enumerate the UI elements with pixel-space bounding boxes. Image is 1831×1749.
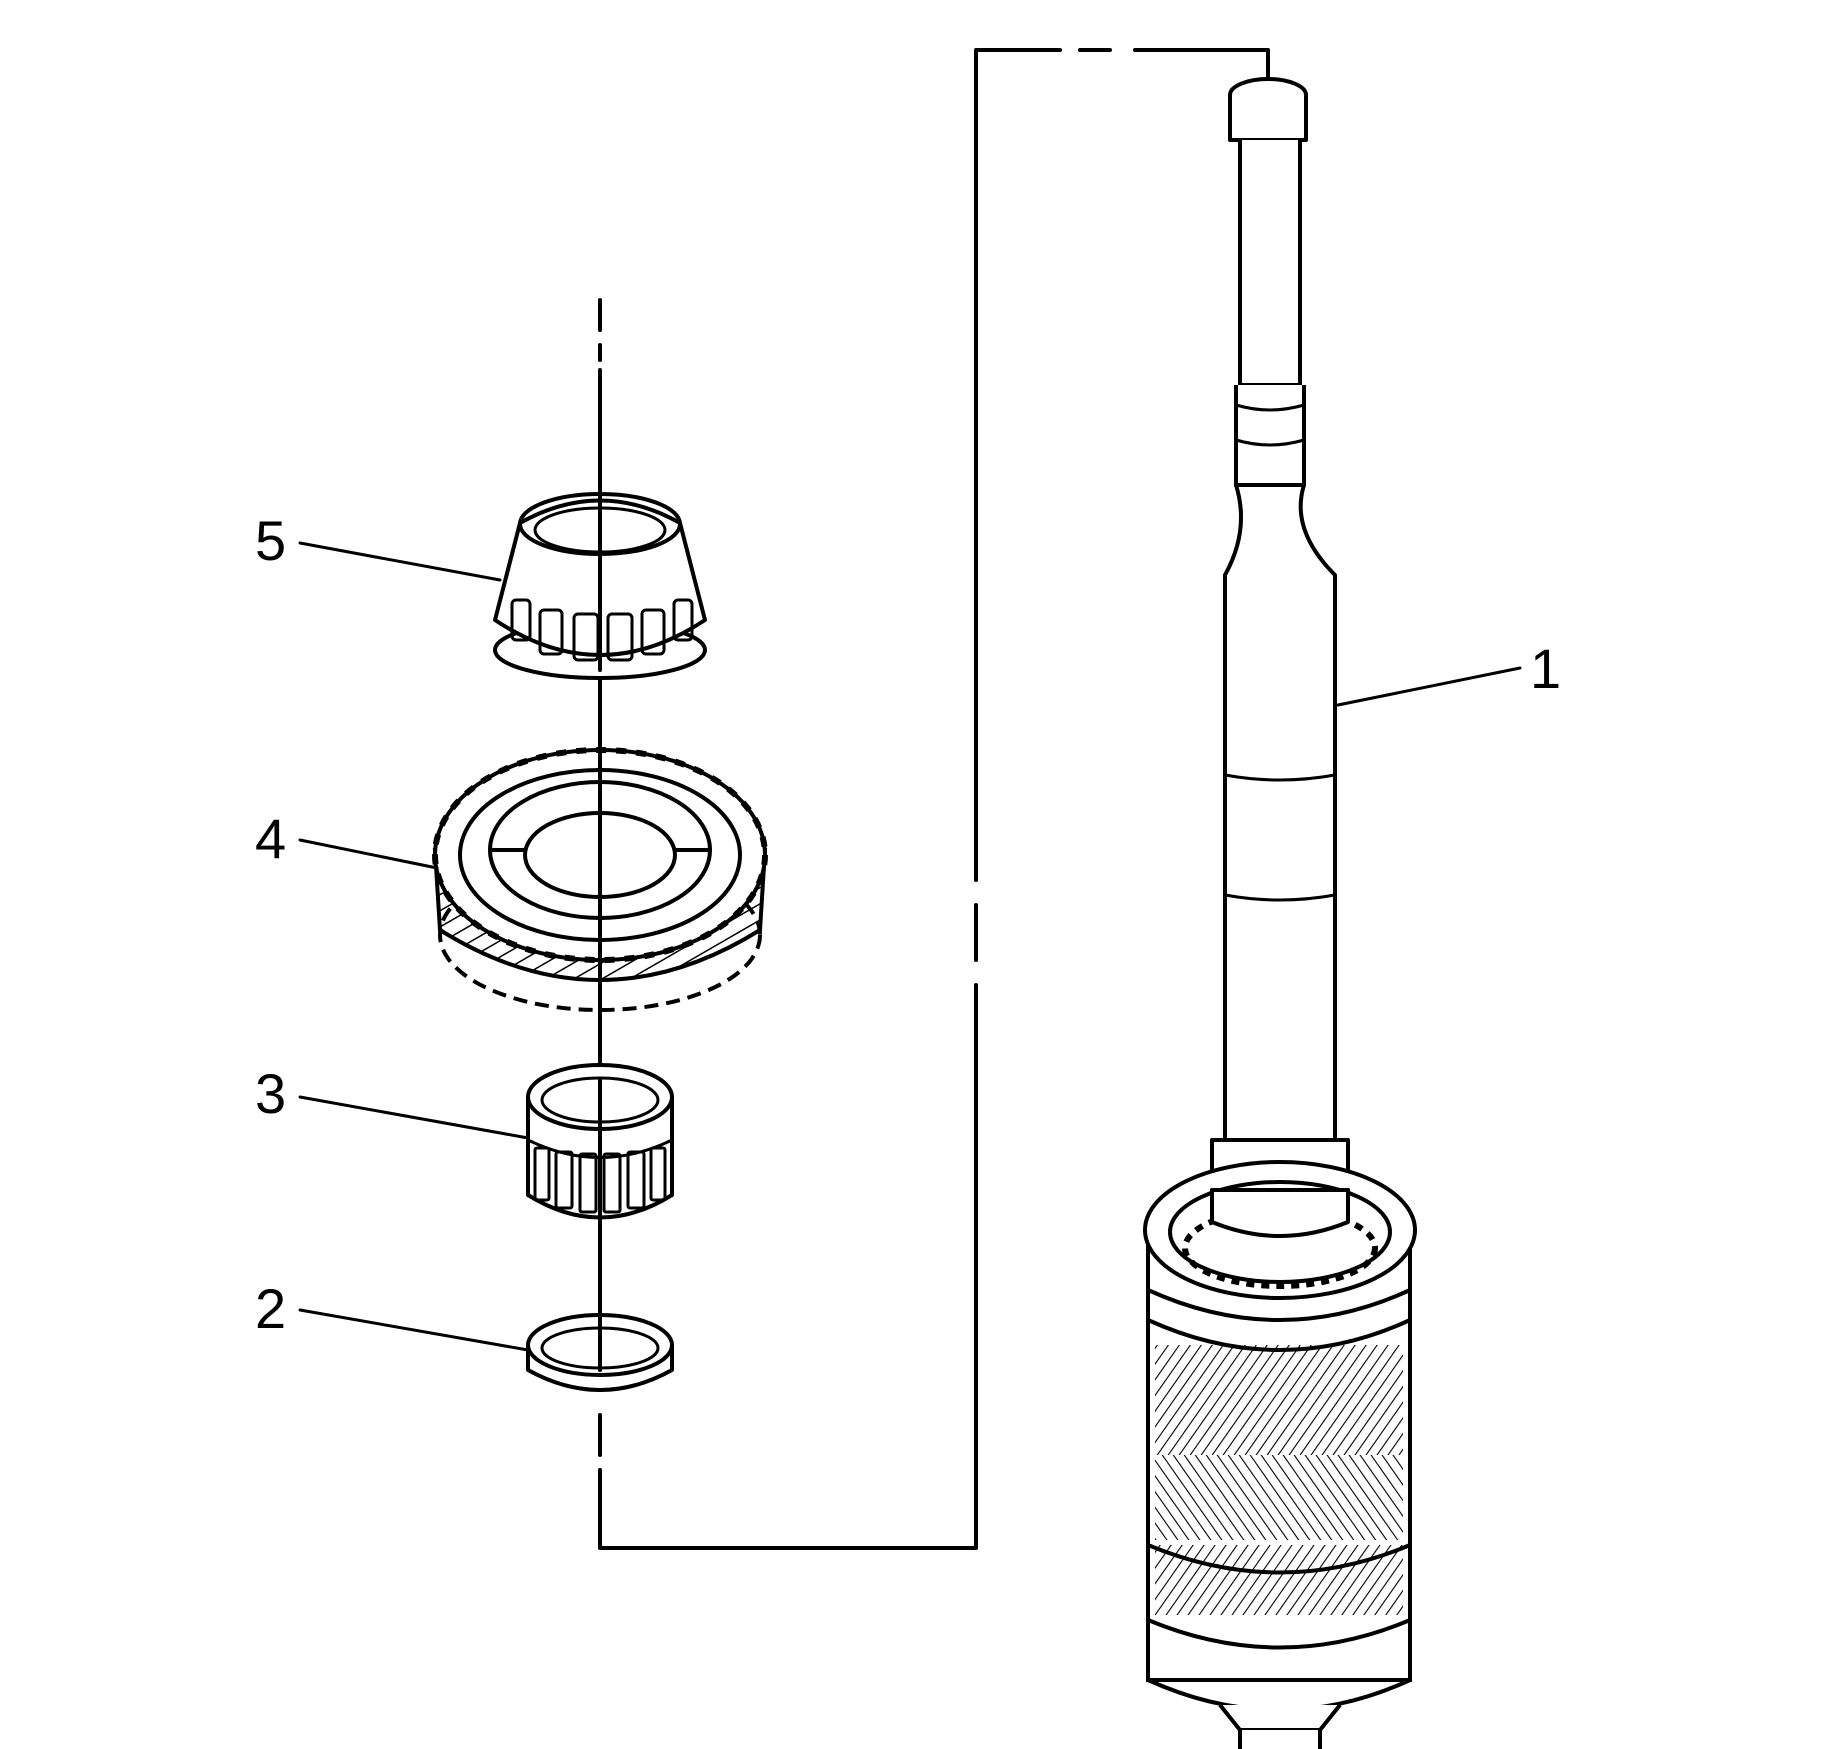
callout-4: 4 [255, 807, 439, 870]
callout-3: 3 [255, 1062, 530, 1140]
needle-bearing [526, 1063, 674, 1232]
main-shaft [1143, 77, 1417, 1749]
callout-2: 2 [255, 1277, 530, 1352]
callout-5-label: 5 [255, 509, 286, 572]
callout-4-label: 4 [255, 807, 286, 870]
tapered-roller-bearing [493, 492, 707, 680]
helical-gear [432, 738, 768, 1012]
callout-2-label: 2 [255, 1277, 286, 1340]
callout-5: 5 [255, 509, 502, 582]
callout-1-label: 1 [1530, 637, 1561, 700]
callout-3-label: 3 [255, 1062, 286, 1125]
callout-1: 1 [1336, 637, 1561, 707]
spacer-ring [526, 1298, 674, 1392]
